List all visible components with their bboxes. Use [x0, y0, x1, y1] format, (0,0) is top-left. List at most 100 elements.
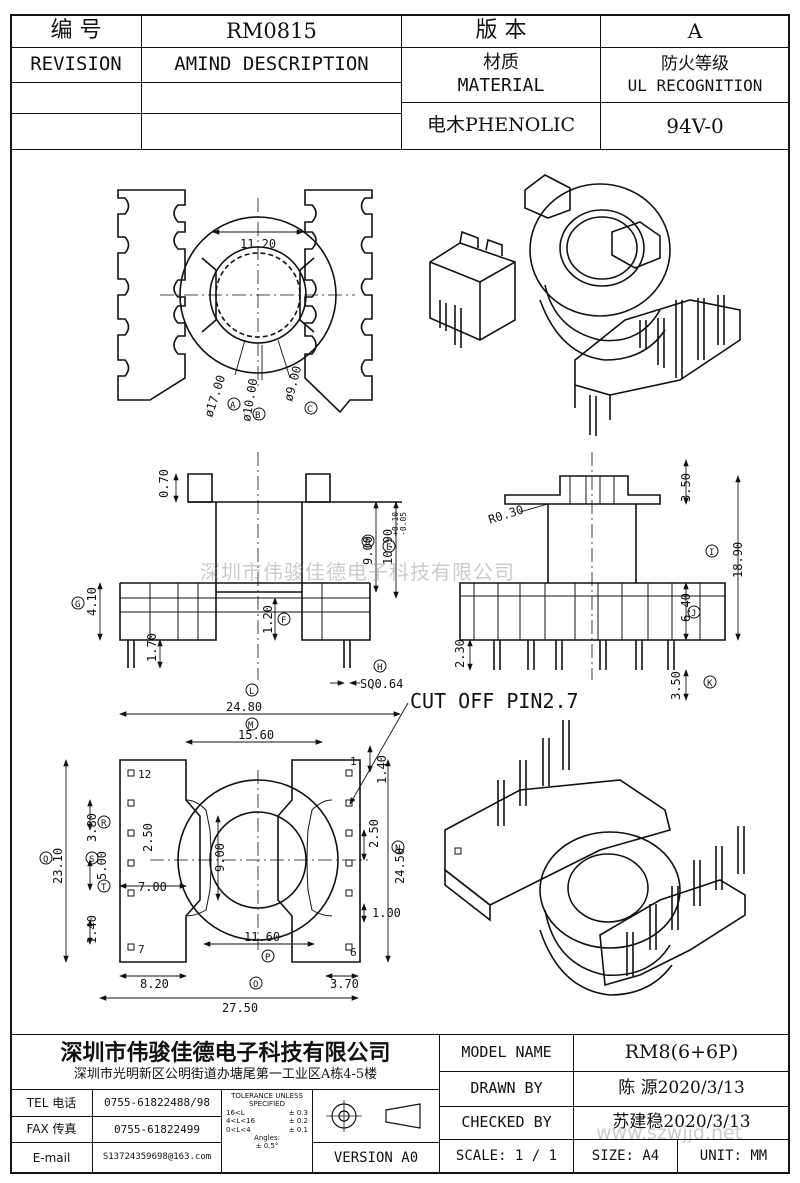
unit-label: UNIT: MM	[677, 1139, 790, 1174]
flame-label-cn: 防火等级	[661, 53, 729, 74]
dim-pitch-700: 7.00	[138, 880, 167, 894]
marker-f: F	[281, 616, 286, 626]
checked-value: 苏建稳2020/3/13	[573, 1106, 790, 1140]
marker-l: L	[249, 687, 254, 697]
scale-label: SCALE: 1 / 1	[439, 1139, 574, 1174]
fax-value: 0755-61822499	[92, 1116, 222, 1143]
marker-d: D	[365, 538, 370, 548]
pin-label-1: 1	[350, 755, 357, 768]
pin-label-12: 12	[138, 768, 151, 781]
dim-base-offset: 1.20	[261, 605, 275, 634]
dim-flange-top: 0.70	[157, 469, 171, 498]
dim-right-100: 1.00	[372, 906, 401, 920]
marker-g: G	[75, 600, 80, 610]
marker-m: M	[248, 721, 254, 731]
marker-n: N	[395, 844, 400, 854]
marker-t: T	[101, 883, 107, 893]
checked-label: CHECKED BY	[439, 1106, 574, 1140]
dim-bottom-right: 3.70	[330, 977, 359, 991]
angles-val: ± 0.5°	[255, 1142, 279, 1151]
dim-bottom-total: 27.50	[222, 1001, 258, 1015]
tel-label: TEL 电话	[10, 1089, 93, 1117]
pin-label-6: 6	[350, 946, 357, 959]
marker-h: H	[377, 663, 382, 673]
tolerance-title: TOLERANCE UNLESS SPECIFIED	[231, 1092, 303, 1109]
dim-base-height-r: 6.40	[679, 593, 693, 622]
dim-width-mid: 15.60	[238, 728, 274, 742]
marker-k: K	[707, 679, 713, 689]
marker-q: Q	[43, 855, 48, 865]
dim-dia-outer: ø17.00	[202, 373, 229, 419]
dim-right-250: 2.50	[367, 819, 381, 848]
dim-pitch-250: 2.50	[141, 823, 155, 852]
tolerance-block: TOLERANCE UNLESS SPECIFIED 16<L ± 0.3 4<L…	[221, 1089, 313, 1174]
company-block: 深圳市伟骏佳德电子科技有限公司 深圳市光明新区公明街道办塘尾第一工业区A栋4-5…	[10, 1034, 440, 1090]
bottom-view	[39, 683, 409, 1001]
projection-symbol	[312, 1089, 440, 1143]
dim-pitch-140: 1.40	[85, 915, 99, 944]
dim-top-inner: 11.20	[240, 237, 276, 251]
material-label-cn: 材质	[483, 52, 519, 74]
size-label: SIZE: A4	[573, 1139, 678, 1174]
marker-c: C	[307, 405, 312, 415]
iso-view-bottom	[444, 720, 746, 996]
watermark: 深圳市伟骏佳德电子科技有限公司	[200, 560, 515, 584]
company-name: 深圳市伟骏佳德电子科技有限公司	[60, 1040, 391, 1067]
flame-label-en: UL RECOGNITION	[627, 75, 763, 95]
dim-top-step: 3.50	[679, 473, 693, 502]
email-label: E-mail	[10, 1142, 93, 1174]
dim-radius: R0.30	[487, 502, 526, 526]
dim-height-900: 9.00	[213, 843, 227, 872]
dim-winding-height-tol: 10.90	[381, 529, 395, 565]
dim-right-140: 1.40	[375, 755, 389, 784]
dim-pin-section: SQ0.64	[360, 677, 403, 691]
dim-winding-height: 9.00	[361, 536, 375, 565]
material-label-en: MATERIAL	[457, 75, 545, 96]
tol-row1-val: ± 0.3	[288, 1108, 308, 1117]
dim-right-2450: 24.50	[393, 848, 407, 884]
pin-label-7: 7	[138, 943, 145, 956]
marker-j: J	[691, 609, 696, 619]
dim-tol-plus: +0.10	[391, 512, 400, 536]
watermark-url: www.szwjjd.net	[596, 1122, 743, 1144]
tol-row2-range: 4<L<16	[226, 1117, 255, 1126]
tol-row3-range: 0<L<4	[226, 1125, 251, 1134]
top-view	[117, 189, 373, 421]
marker-i: I	[709, 548, 714, 558]
drawn-label: DRAWN BY	[439, 1071, 574, 1107]
drawn-value: 陈 源2020/3/13	[573, 1071, 790, 1107]
cut-off-note: CUT OFF PIN2.7	[410, 689, 579, 713]
marker-r: R	[101, 819, 107, 829]
model-label: MODEL NAME	[439, 1034, 574, 1072]
dim-pin-len-r: 3.50	[669, 671, 683, 700]
dim-dia-inner: ø9.00	[281, 364, 304, 403]
dim-base-height: 4.10	[85, 587, 99, 616]
front-view	[71, 452, 402, 686]
dim-height-2310: 23.10	[51, 848, 65, 884]
tol-row2-val: ± 0.2	[288, 1117, 308, 1126]
dim-total-height: 18.90	[731, 542, 745, 578]
iso-view-top	[429, 174, 741, 436]
tol-row3-val: ± 0.1	[288, 1125, 308, 1134]
tel-value: 0755-61822488/98	[92, 1089, 222, 1117]
marker-a: A	[230, 401, 236, 411]
marker-e: E	[386, 543, 391, 553]
tol-row1-range: 16<L	[226, 1108, 245, 1117]
marker-p: P	[265, 953, 271, 963]
version-cell: VERSION A0	[312, 1142, 440, 1174]
dim-pin-len-l: 2.30	[453, 639, 467, 668]
dim-pin-pitch-small: 1.70	[145, 633, 159, 662]
first-angle-projection-icon	[326, 1100, 421, 1132]
dim-bottom-left: 8.20	[140, 977, 169, 991]
dim-bottom-inner: 11.60	[244, 930, 280, 944]
marker-s: S	[89, 855, 94, 865]
email-value: S13724359698@163.com	[92, 1142, 222, 1174]
angles-label: Angles:	[254, 1133, 280, 1142]
side-view	[459, 452, 741, 701]
dim-width-total: 24.80	[226, 700, 262, 714]
fax-label: FAX 传真	[10, 1116, 93, 1143]
dim-pitch-500: 5.00	[95, 851, 109, 880]
dim-pitch-380: 3.80	[85, 813, 99, 842]
model-value: RM8(6+6P)	[573, 1034, 790, 1072]
